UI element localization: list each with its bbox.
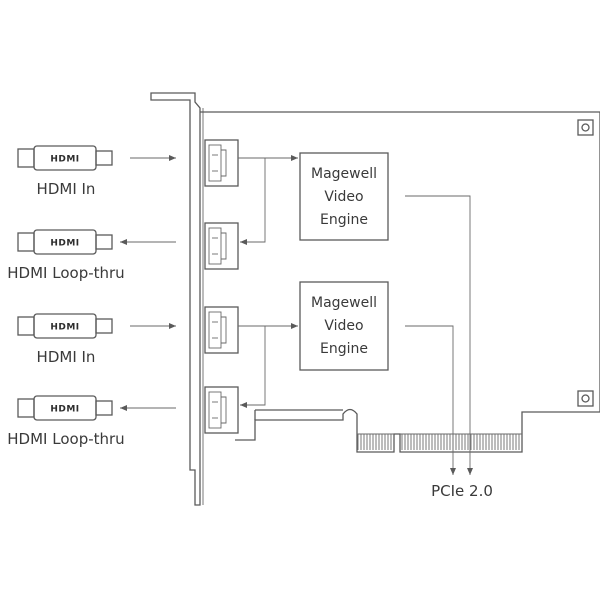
hdmi-port-2 [204, 222, 239, 270]
hdmi-cable-2: HDMI [17, 229, 113, 255]
signal-lines [238, 155, 473, 475]
engine-2-line-3: Engine [320, 341, 368, 357]
hdmi-ports [204, 139, 239, 434]
hdmi-cable-1: HDMI [17, 145, 113, 171]
label-hdmi-loop-1: HDMI Loop-thru [7, 264, 124, 282]
hdmi-cable-3: HDMI [17, 313, 113, 339]
pcb-board [200, 111, 600, 453]
external-arrows [120, 155, 176, 411]
hdmi-logo-4: HDMI [50, 405, 79, 415]
hdmi-port-4 [204, 386, 239, 434]
hdmi-logo-1: HDMI [50, 155, 79, 165]
pcie-contacts-long [400, 433, 522, 450]
engine-box-2: Magewell Video Engine [299, 281, 389, 371]
label-hdmi-in-1: HDMI In [37, 180, 96, 198]
engine-2-line-1: Magewell [311, 295, 377, 311]
engine-1-line-3: Engine [320, 212, 368, 228]
hdmi-logo-2: HDMI [50, 239, 79, 249]
hdmi-cables: HDMI HDMI HDMI HDMI [17, 145, 113, 421]
mounting-hole-top [577, 119, 594, 136]
engine-box-1: Magewell Video Engine [299, 152, 389, 241]
engine-1-line-1: Magewell [311, 166, 377, 182]
engine-2-line-2: Video [324, 318, 363, 334]
label-hdmi-in-2: HDMI In [37, 348, 96, 366]
pcie-bracket [150, 92, 204, 506]
label-hdmi-loop-2: HDMI Loop-thru [7, 430, 124, 448]
connector-labels: HDMI In HDMI Loop-thru HDMI In HDMI Loop… [7, 180, 124, 448]
hdmi-logo-3: HDMI [50, 323, 79, 333]
hdmi-port-1 [204, 139, 239, 187]
pcie-label: PCIe 2.0 [431, 482, 493, 500]
hdmi-cable-4: HDMI [17, 395, 113, 421]
engine-1-line-2: Video [324, 189, 363, 205]
mounting-hole-bottom [577, 390, 594, 407]
hdmi-port-3 [204, 306, 239, 354]
pcie-contacts-short [357, 433, 394, 450]
